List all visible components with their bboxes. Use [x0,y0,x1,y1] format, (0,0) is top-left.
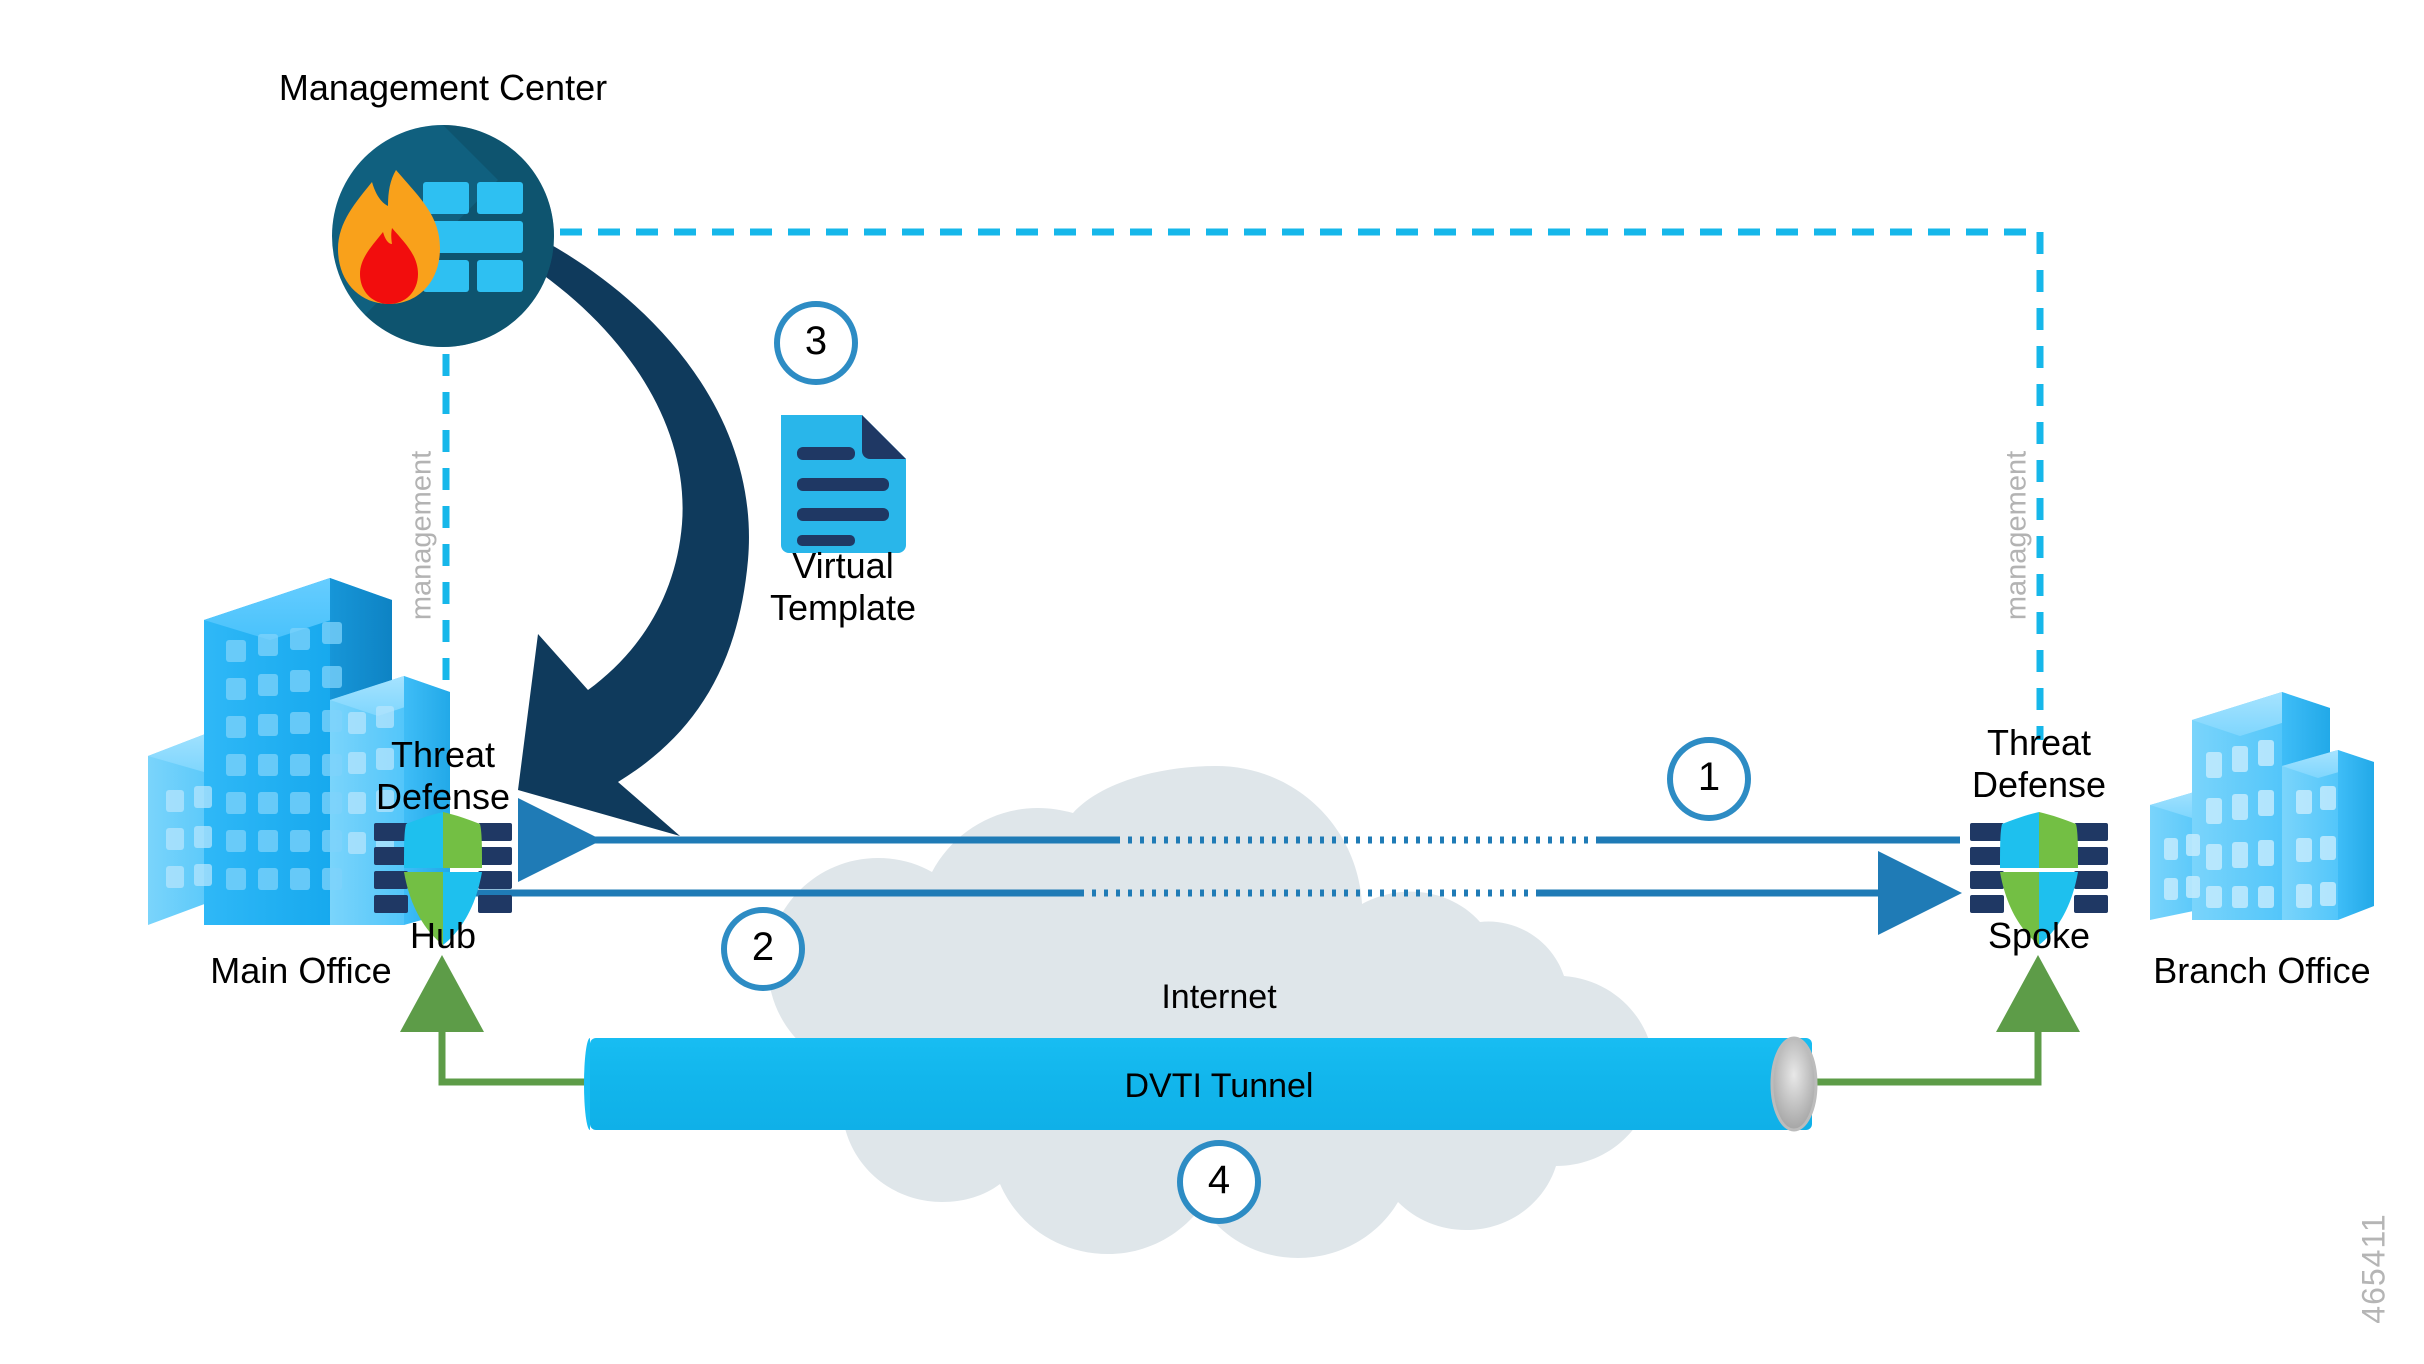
tunnel-label: DVTI Tunnel [1124,1067,1314,1105]
tunnel-endpoint-lines [400,955,2080,1086]
document-icon [781,415,906,553]
spoke-port-bars-right [2074,823,2108,913]
hub-port-bars-left [374,823,408,913]
spoke-port-bars-left [1970,823,2004,913]
step-number-3: 3 [804,319,828,363]
step-circle-4 [1177,1140,1261,1224]
cloud-icon [768,766,1654,1258]
image-watermark: 465411 [2355,1213,2392,1324]
main-office-label: Main Office [210,950,392,991]
branch-office-label: Branch Office [2153,950,2371,991]
flame-inner [360,228,418,304]
management-label-right: management [2000,450,2033,621]
shield-icon-spoke [1970,812,2108,945]
document-lines [797,447,889,546]
office-building-icon-branch [2150,692,2374,920]
management-center-label: Management Center [278,67,608,108]
tunnel-line-spoke [1810,955,2080,1086]
step-circle-3 [774,301,858,385]
step-circles [721,301,1751,1224]
step-circle-2 [721,907,805,991]
internet-label: Internet [1161,978,1277,1016]
spoke-title-label: Threat Defense [1971,722,2107,806]
step-circle-1 [1667,737,1751,821]
step-number-1: 1 [1697,755,1721,799]
management-label-left: management [405,450,438,621]
step-number-2: 2 [751,925,775,969]
deploy-curved-arrow [515,232,749,836]
virtual-template-label: Virtual Template [769,545,917,629]
tunnel-icon [584,1036,1818,1132]
hub-port-bars-right [478,823,512,913]
spoke-role-label: Spoke [1987,915,2091,956]
firewall-flame-icon [332,125,554,347]
hub-role-label: Hub [409,915,477,956]
hub-spoke-arrow-lines [430,798,1962,935]
step-number-4: 4 [1207,1158,1231,1202]
office-building-icon-main [148,578,450,925]
tunnel-line-hub [400,955,600,1086]
hub-title-label: Threat Defense [375,734,511,818]
shield-icon-hub [374,812,512,945]
